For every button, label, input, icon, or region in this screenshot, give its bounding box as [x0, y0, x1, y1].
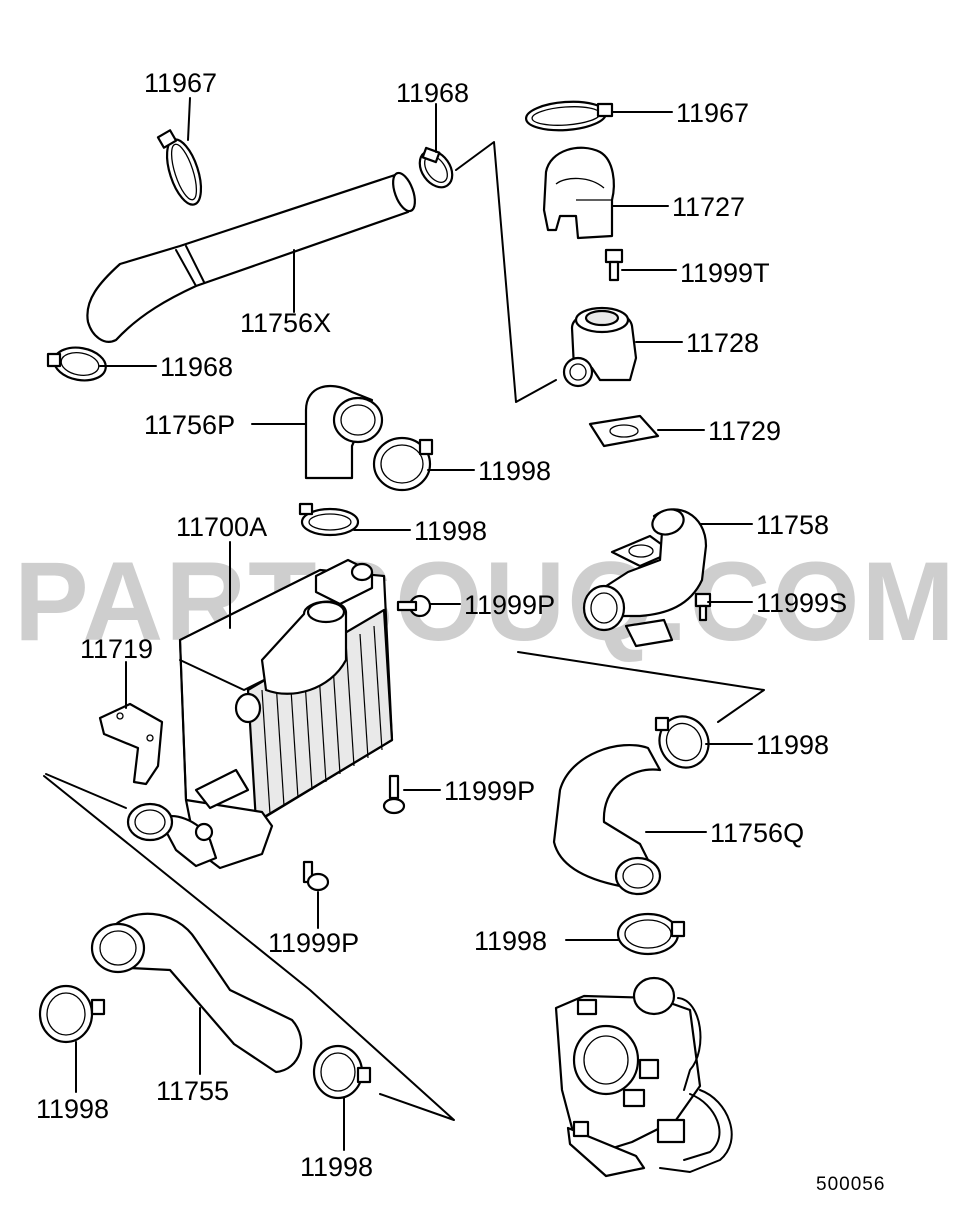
hose-11756q[interactable] [552, 743, 662, 896]
label-hose-upper[interactable]: 11756X [240, 308, 331, 338]
label-bolt-s[interactable]: 11999S [756, 588, 847, 618]
reference-code: 500056 [816, 1174, 885, 1195]
assembly-line-lower-a [45, 773, 127, 809]
label-clamp-lower-left[interactable]: 11998 [36, 1094, 109, 1124]
gasket-11729[interactable] [588, 414, 660, 448]
clamp-11967-right[interactable] [524, 99, 614, 133]
bolt-11999p-top[interactable] [396, 594, 432, 618]
label-bolt-p-mid[interactable]: 11999P [444, 776, 535, 806]
throttle-body[interactable] [554, 976, 733, 1178]
clamp-11998-hose-q-top[interactable] [650, 707, 718, 776]
label-clamp-top-right[interactable]: 11967 [676, 98, 749, 128]
clamp-11998-lower-left[interactable] [38, 984, 106, 1044]
label-clamp-hose-q-top[interactable]: 11998 [756, 730, 829, 760]
label-cover[interactable]: 11727 [672, 192, 745, 222]
bolt-11999s[interactable] [694, 592, 712, 622]
leader-lines [75, 97, 753, 1151]
clamp-11998-lower-bottom[interactable] [312, 1044, 372, 1100]
bolt-11999t[interactable] [604, 248, 624, 282]
label-pipe[interactable]: 11758 [756, 510, 829, 540]
label-gasket[interactable]: 11729 [708, 416, 781, 446]
watermark: PARTSOUQ.COM [14, 539, 957, 664]
part-labels: 11967 11968 11967 11727 11999T 11756X 11… [36, 68, 847, 1182]
assembly-line-middle [517, 651, 765, 723]
hose-11756p[interactable] [304, 384, 384, 480]
label-clamp-intercooler-top[interactable]: 11998 [414, 516, 487, 546]
intercooler-11700a[interactable] [126, 558, 394, 870]
label-intercooler[interactable]: 11700A [176, 512, 267, 542]
assembly-line-lower-b [43, 775, 455, 1121]
label-hose-q[interactable]: 11756Q [710, 818, 804, 848]
hose-11756x[interactable] [86, 170, 419, 343]
label-hose-p[interactable]: 11756P [144, 410, 235, 440]
label-valve[interactable]: 11728 [686, 328, 759, 358]
label-clamp-hose-p[interactable]: 11998 [478, 456, 551, 486]
hose-11755[interactable] [90, 912, 303, 1074]
assembly-line-upper [455, 141, 557, 403]
clamp-11968-left[interactable] [46, 344, 108, 385]
clamp-11998-hose-p[interactable] [372, 436, 434, 492]
pipe-11758[interactable] [582, 505, 708, 648]
bolt-11999p-mid[interactable] [382, 774, 406, 815]
label-bolt-p-top[interactable]: 11999P [464, 590, 555, 620]
clamp-11998-intercooler-top[interactable] [298, 502, 360, 537]
label-bracket[interactable]: 11719 [80, 634, 153, 664]
clamp-11967-left[interactable] [156, 129, 208, 208]
label-hose-lower[interactable]: 11755 [156, 1076, 229, 1106]
clamp-11968-top[interactable] [413, 145, 459, 194]
bracket-11719[interactable] [98, 702, 164, 786]
cover-11727[interactable] [542, 146, 615, 240]
label-clamp-lower-bottom[interactable]: 11998 [300, 1152, 373, 1182]
clamp-11998-hose-q-bottom[interactable] [616, 912, 686, 956]
label-clamp-hose-q-bottom[interactable]: 11998 [474, 926, 547, 956]
valve-11728[interactable] [562, 306, 638, 388]
label-clamp-top-left[interactable]: 11967 [144, 68, 217, 98]
label-bolt-t[interactable]: 11999T [680, 258, 770, 288]
label-bolt-p-bottom[interactable]: 11999P [268, 928, 359, 958]
label-clamp-top-center[interactable]: 11968 [396, 78, 469, 108]
bolt-11999p-bottom[interactable] [302, 860, 330, 892]
label-clamp-left[interactable]: 11968 [160, 352, 233, 382]
